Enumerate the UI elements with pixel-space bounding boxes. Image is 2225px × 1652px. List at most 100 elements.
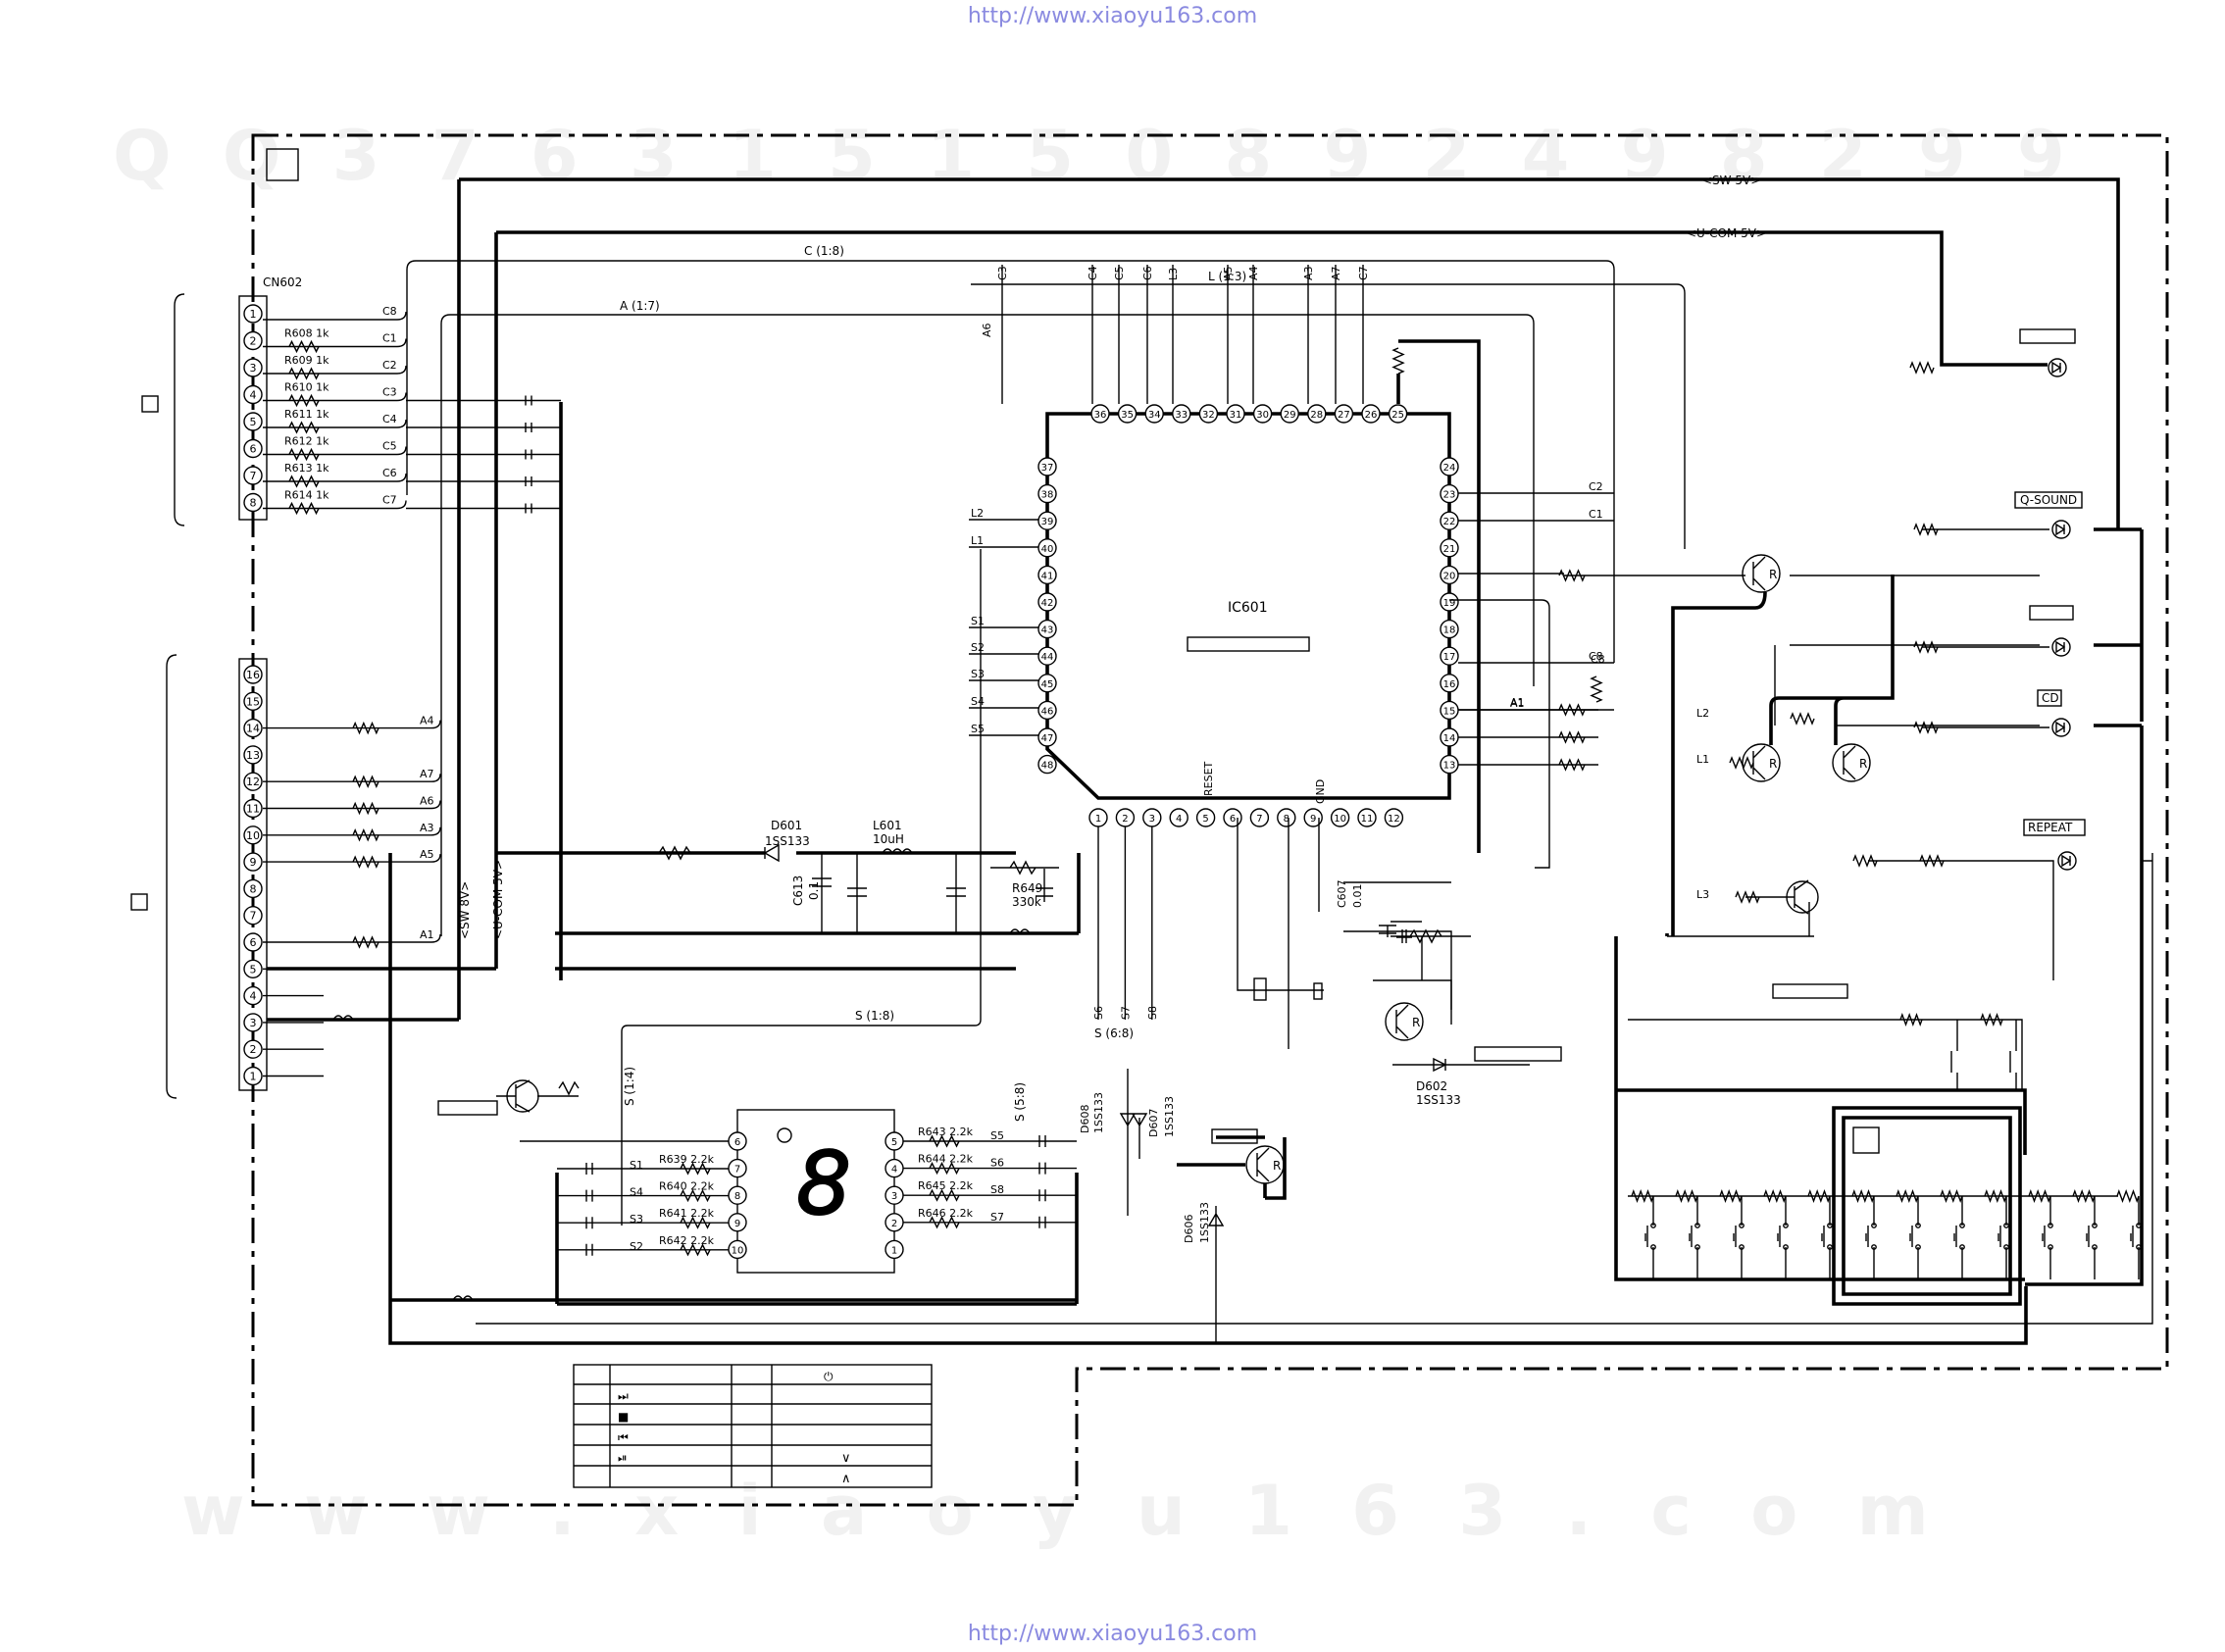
connector-line bbox=[263, 338, 407, 348]
bracket-lower bbox=[166, 654, 177, 1099]
connector-line-label: C7 bbox=[382, 494, 397, 507]
display-line bbox=[903, 1162, 1077, 1175]
transistor bbox=[1742, 743, 1781, 782]
c613-label: C613 bbox=[791, 876, 805, 906]
ic-top-label: A6 bbox=[981, 323, 993, 337]
key-contact bbox=[1739, 1244, 1745, 1250]
key-switch bbox=[1644, 1196, 1654, 1279]
connector-pin bbox=[243, 878, 263, 899]
key-contact bbox=[2048, 1244, 2053, 1250]
table-power-symbol: ⏻ bbox=[824, 1370, 834, 1383]
ic-pin-label: 6 bbox=[1230, 814, 1236, 825]
connector-pin bbox=[243, 798, 263, 819]
key-contact bbox=[2136, 1244, 2142, 1250]
ic-left-label: S3 bbox=[971, 668, 985, 680]
display-signal-label: S7 bbox=[990, 1211, 1004, 1224]
connector-line bbox=[263, 419, 407, 428]
transistor-leads bbox=[1752, 745, 1766, 780]
connector-pin-label: 16 bbox=[246, 669, 260, 681]
oscillator-wiring bbox=[1237, 818, 1452, 1049]
ground-loop bbox=[388, 853, 2028, 1345]
ic-left-label: S5 bbox=[971, 723, 985, 735]
ic-left-label: L2 bbox=[971, 507, 984, 520]
display-resistor-label: R643 2.2k bbox=[918, 1126, 974, 1138]
transistor-mark: R bbox=[1769, 757, 1777, 771]
connector-line-label: A6 bbox=[420, 795, 434, 808]
ic-pin-label: 7 bbox=[1256, 814, 1262, 825]
ic-right-label: C2 bbox=[1589, 480, 1603, 493]
ic-pin bbox=[1226, 404, 1245, 424]
key-switch bbox=[2086, 1196, 2096, 1279]
connector-resistor-label: R610 1k bbox=[284, 381, 329, 394]
ic-pin bbox=[1440, 619, 1459, 639]
c607-label: C607 bbox=[1336, 879, 1348, 908]
display-pin-label: 1 bbox=[891, 1245, 897, 1256]
connector-pin bbox=[243, 304, 263, 324]
connector-resistor-label: R614 1k bbox=[284, 489, 329, 502]
key-switch bbox=[1865, 1196, 1875, 1279]
display-signal-label: S1 bbox=[630, 1159, 643, 1172]
display-line bbox=[557, 1189, 729, 1202]
connector-pin-label: 5 bbox=[250, 963, 257, 976]
key-switch bbox=[1777, 1196, 1787, 1279]
connector-pin-label: 7 bbox=[250, 470, 257, 482]
ic-pin bbox=[1037, 565, 1057, 585]
connector-line-label: C4 bbox=[382, 413, 397, 426]
connector-pin-label: 2 bbox=[250, 1043, 257, 1056]
display-resistor-label: R641 2.2k bbox=[659, 1207, 715, 1220]
ic-left-label: L1 bbox=[971, 534, 984, 547]
connector-name: CN602 bbox=[263, 275, 302, 289]
connector-upper-body bbox=[238, 295, 268, 521]
ic-top-resistor bbox=[1391, 347, 1405, 375]
signal-l2: L2 bbox=[1696, 707, 1709, 720]
connector-pin bbox=[243, 1066, 263, 1086]
ucom5v-label: <U-COM 5V> bbox=[1687, 226, 1766, 240]
connector-line bbox=[263, 933, 441, 943]
connector-line bbox=[263, 311, 407, 321]
d608-label: D608 bbox=[1079, 1105, 1091, 1133]
ic-pull-resistor-vertical bbox=[1590, 676, 1603, 703]
key-contact bbox=[2136, 1223, 2142, 1228]
key-resistor bbox=[2116, 1188, 2140, 1204]
sw8v-label: <SW 8V> bbox=[458, 881, 472, 939]
ic-right-label: C8 bbox=[1589, 650, 1603, 663]
connector-pin bbox=[243, 665, 263, 684]
ic-gnd-label: GND bbox=[1314, 779, 1327, 804]
c-bus bbox=[406, 260, 1615, 663]
led-symbol bbox=[2061, 854, 2072, 868]
header-url[interactable]: http://www.xiaoyu163.com bbox=[967, 4, 1258, 28]
d608-value: 1SS133 bbox=[1092, 1092, 1105, 1133]
led-mid-box bbox=[2029, 605, 2074, 621]
connector-pin-label: 11 bbox=[246, 803, 260, 816]
display-signal-label: S8 bbox=[990, 1183, 1004, 1196]
key-contact bbox=[1915, 1223, 1921, 1228]
r649-label: R649 bbox=[1012, 881, 1042, 895]
ic-pin bbox=[1198, 404, 1219, 424]
footer-url[interactable]: http://www.xiaoyu163.com bbox=[967, 1622, 1258, 1646]
signal-c8: C8 bbox=[1591, 653, 1605, 666]
diode-d601 bbox=[763, 843, 780, 863]
s-bus-label: S (1:8) bbox=[855, 1009, 894, 1023]
ic-pin-label: 36 bbox=[1094, 410, 1107, 421]
connector-resistor bbox=[352, 801, 379, 816]
connector-pin bbox=[243, 826, 263, 845]
connector-line-label: C1 bbox=[382, 332, 397, 345]
connector-pin-label: 3 bbox=[250, 1017, 257, 1029]
table-up-symbol: ∧ bbox=[841, 1472, 851, 1486]
resistor-reset bbox=[1391, 928, 1471, 944]
d607-value: 1SS133 bbox=[1163, 1096, 1176, 1137]
connector-pin-label: 9 bbox=[250, 856, 257, 869]
transistor-base-resistor bbox=[1729, 756, 1754, 770]
ic-pin-label: 24 bbox=[1443, 463, 1456, 474]
key-sub-box bbox=[1852, 1126, 1880, 1154]
led-lines bbox=[1922, 528, 2049, 728]
led-cd-box bbox=[2037, 689, 2062, 707]
ic-pin bbox=[1440, 457, 1459, 476]
ic-pin bbox=[1277, 808, 1296, 827]
ic-pin-label: 10 bbox=[1334, 814, 1346, 825]
connector-pin bbox=[243, 772, 263, 791]
ic-pin bbox=[1037, 754, 1057, 775]
connector-pin bbox=[243, 932, 263, 952]
ic-pin bbox=[1037, 646, 1057, 666]
ic-pin bbox=[1440, 592, 1459, 612]
